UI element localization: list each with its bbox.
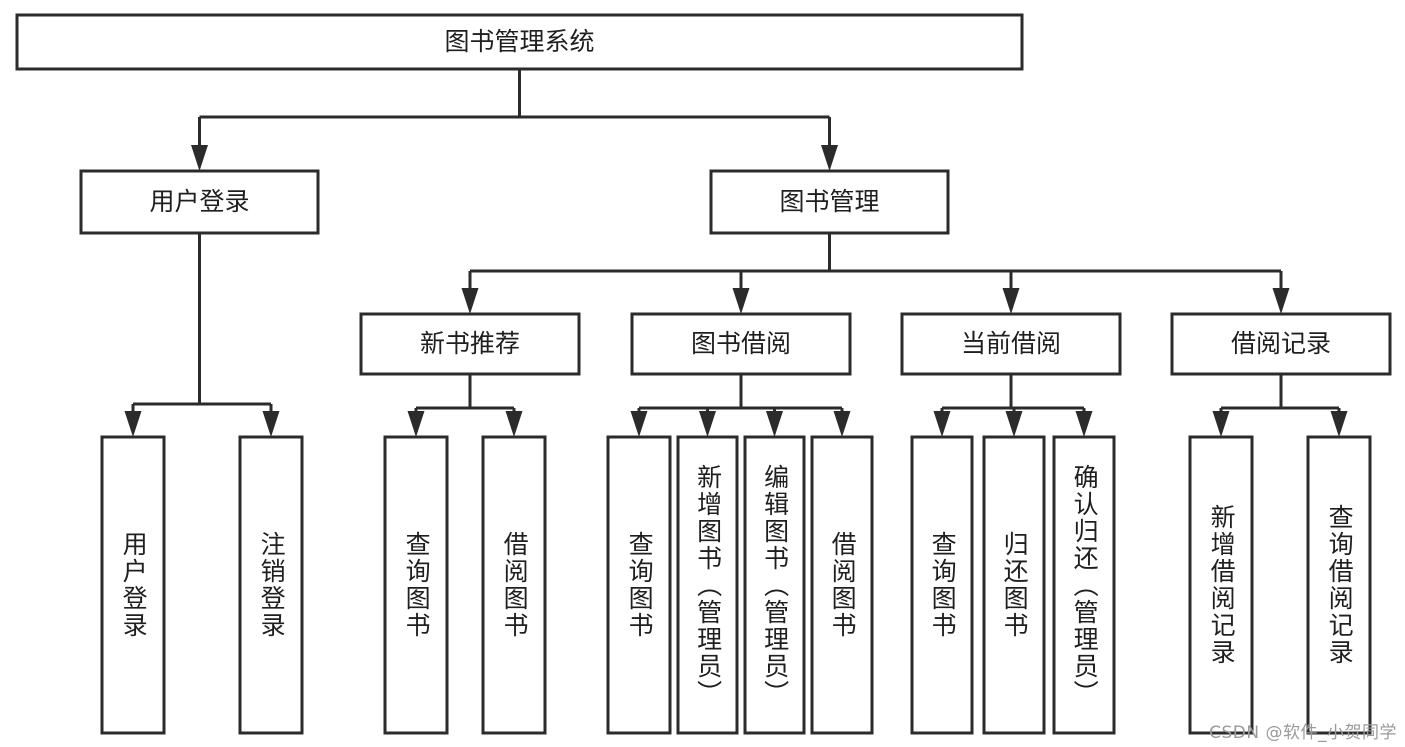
node-box-level3[interactable] — [630, 312, 852, 376]
node-box-root[interactable] — [15, 13, 1024, 71]
node-label-level2: 用户登录 — [149, 187, 249, 216]
arrow-head-icon — [1075, 411, 1093, 437]
node-box-level3[interactable] — [359, 312, 581, 376]
arrow-head-icon — [630, 411, 648, 437]
watermark-text: CSDN @软件_小贺同学 — [1209, 723, 1397, 743]
arrow-head-icon — [699, 411, 716, 437]
arrow-head-icon — [766, 411, 783, 437]
arrow-head-icon — [1212, 411, 1230, 437]
node-box-leaf[interactable] — [238, 435, 304, 735]
node-label-level3: 当前借阅 — [961, 329, 1061, 358]
node-box-leaf[interactable] — [676, 435, 739, 735]
arrow-head-icon — [732, 288, 750, 314]
node-box-leaf[interactable] — [100, 435, 166, 735]
arrow-head-icon — [833, 411, 851, 437]
arrow-head-icon — [505, 411, 523, 437]
node-box-leaf[interactable] — [982, 435, 1046, 735]
node-box-leaf[interactable] — [910, 435, 974, 735]
node-box-leaf[interactable] — [1306, 435, 1372, 735]
node-box-leaf[interactable] — [743, 435, 806, 735]
node-box-leaf[interactable] — [1052, 435, 1116, 735]
node-box-leaf[interactable] — [810, 435, 874, 735]
arrow-head-icon — [1272, 288, 1290, 314]
arrow-head-icon — [407, 411, 425, 437]
node-box-leaf[interactable] — [1188, 435, 1254, 735]
node-box-leaf[interactable] — [383, 435, 449, 735]
arrow-head-icon — [1002, 288, 1020, 314]
node-box-leaf[interactable] — [481, 435, 547, 735]
node-label-root: 图书管理系统 — [444, 27, 594, 56]
arrow-head-icon — [191, 145, 208, 171]
node-box-level3[interactable] — [1170, 312, 1392, 376]
connector-layer — [124, 69, 1348, 437]
node-box-level2[interactable] — [79, 169, 320, 235]
arrow-head-icon — [1330, 411, 1348, 437]
arrow-head-icon — [821, 145, 838, 171]
arrow-head-icon — [124, 411, 142, 437]
node-box-leaf[interactable] — [606, 435, 672, 735]
node-label-level3: 图书借阅 — [691, 329, 791, 358]
node-label-level3: 借阅记录 — [1231, 329, 1331, 358]
arrow-head-icon — [933, 411, 951, 437]
arrow-head-icon — [1005, 411, 1023, 437]
arrow-head-icon — [262, 411, 280, 437]
node-label-level3: 新书推荐 — [420, 329, 520, 358]
node-box-level3[interactable] — [900, 312, 1122, 376]
node-label-level2: 图书管理 — [779, 187, 879, 216]
arrow-head-icon — [461, 288, 479, 314]
node-box-layer — [15, 13, 1392, 735]
node-box-level2[interactable] — [709, 169, 950, 235]
